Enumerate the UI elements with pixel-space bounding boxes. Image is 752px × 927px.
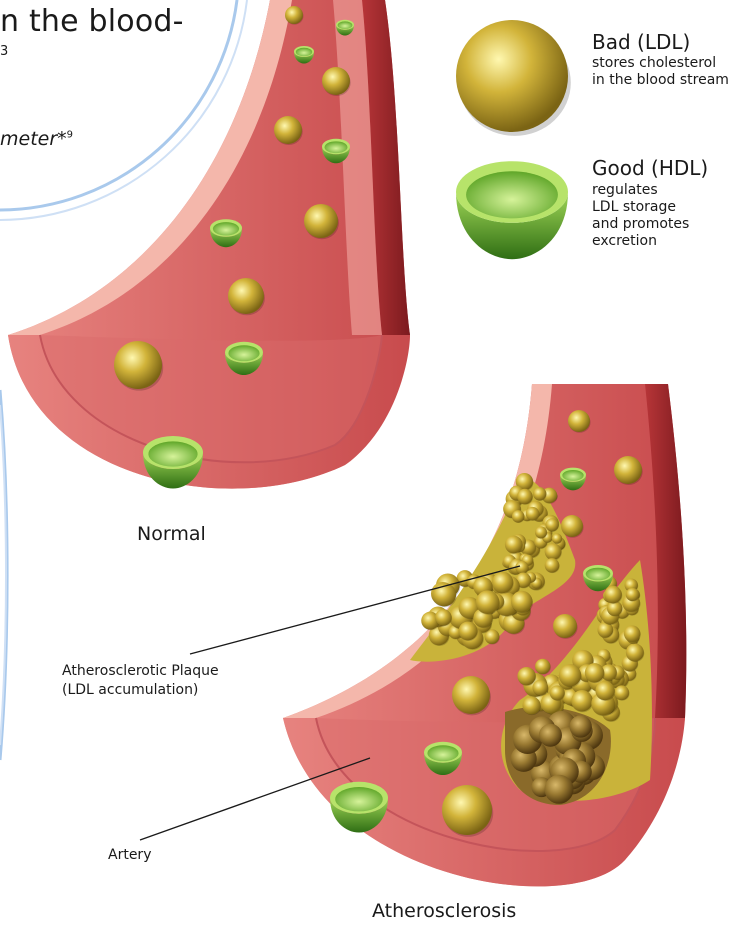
ldl-legend-title: Bad (LDL) <box>592 30 690 54</box>
parameter-label-fragment: meter*9 <box>0 128 73 150</box>
plaque-callout-line: (LDL accumulation) <box>62 681 219 700</box>
plaque-callout: Atherosclerotic Plaque (LDL accumulation… <box>62 662 219 700</box>
parameter-footnote: 9 <box>67 130 73 141</box>
ldl-legend-icon <box>456 20 571 136</box>
plaque-sphere <box>545 775 574 804</box>
plaque-sphere <box>539 724 562 747</box>
parameter-text: meter <box>0 128 57 150</box>
plaque-sphere <box>569 715 591 737</box>
page-subheading-fragment: 3 <box>0 44 8 59</box>
ldl-desc-line: stores cholesterol <box>592 55 729 72</box>
page-heading-fragment: n the blood- <box>0 4 184 39</box>
parameter-asterisk: * <box>57 128 67 150</box>
artery-callout: Artery <box>108 846 151 865</box>
plaque-callout-line: Atherosclerotic Plaque <box>62 662 219 681</box>
normal-vessel <box>8 0 410 489</box>
atherosclerosis-caption: Atherosclerosis <box>372 900 516 922</box>
normal-caption: Normal <box>137 523 206 545</box>
hdl-legend-icon <box>456 161 568 259</box>
hdl-desc-line: LDL storage <box>592 199 689 216</box>
hdl-legend-title: Good (HDL) <box>592 156 708 180</box>
hdl-desc-line: excretion <box>592 233 689 250</box>
hdl-desc-line: regulates <box>592 182 689 199</box>
hdl-legend-description: regulates LDL storage and promotes excre… <box>592 182 689 250</box>
ldl-legend-description: stores cholesterol in the blood stream <box>592 55 729 89</box>
ldl-desc-line: in the blood stream <box>592 72 729 89</box>
hdl-desc-line: and promotes <box>592 216 689 233</box>
